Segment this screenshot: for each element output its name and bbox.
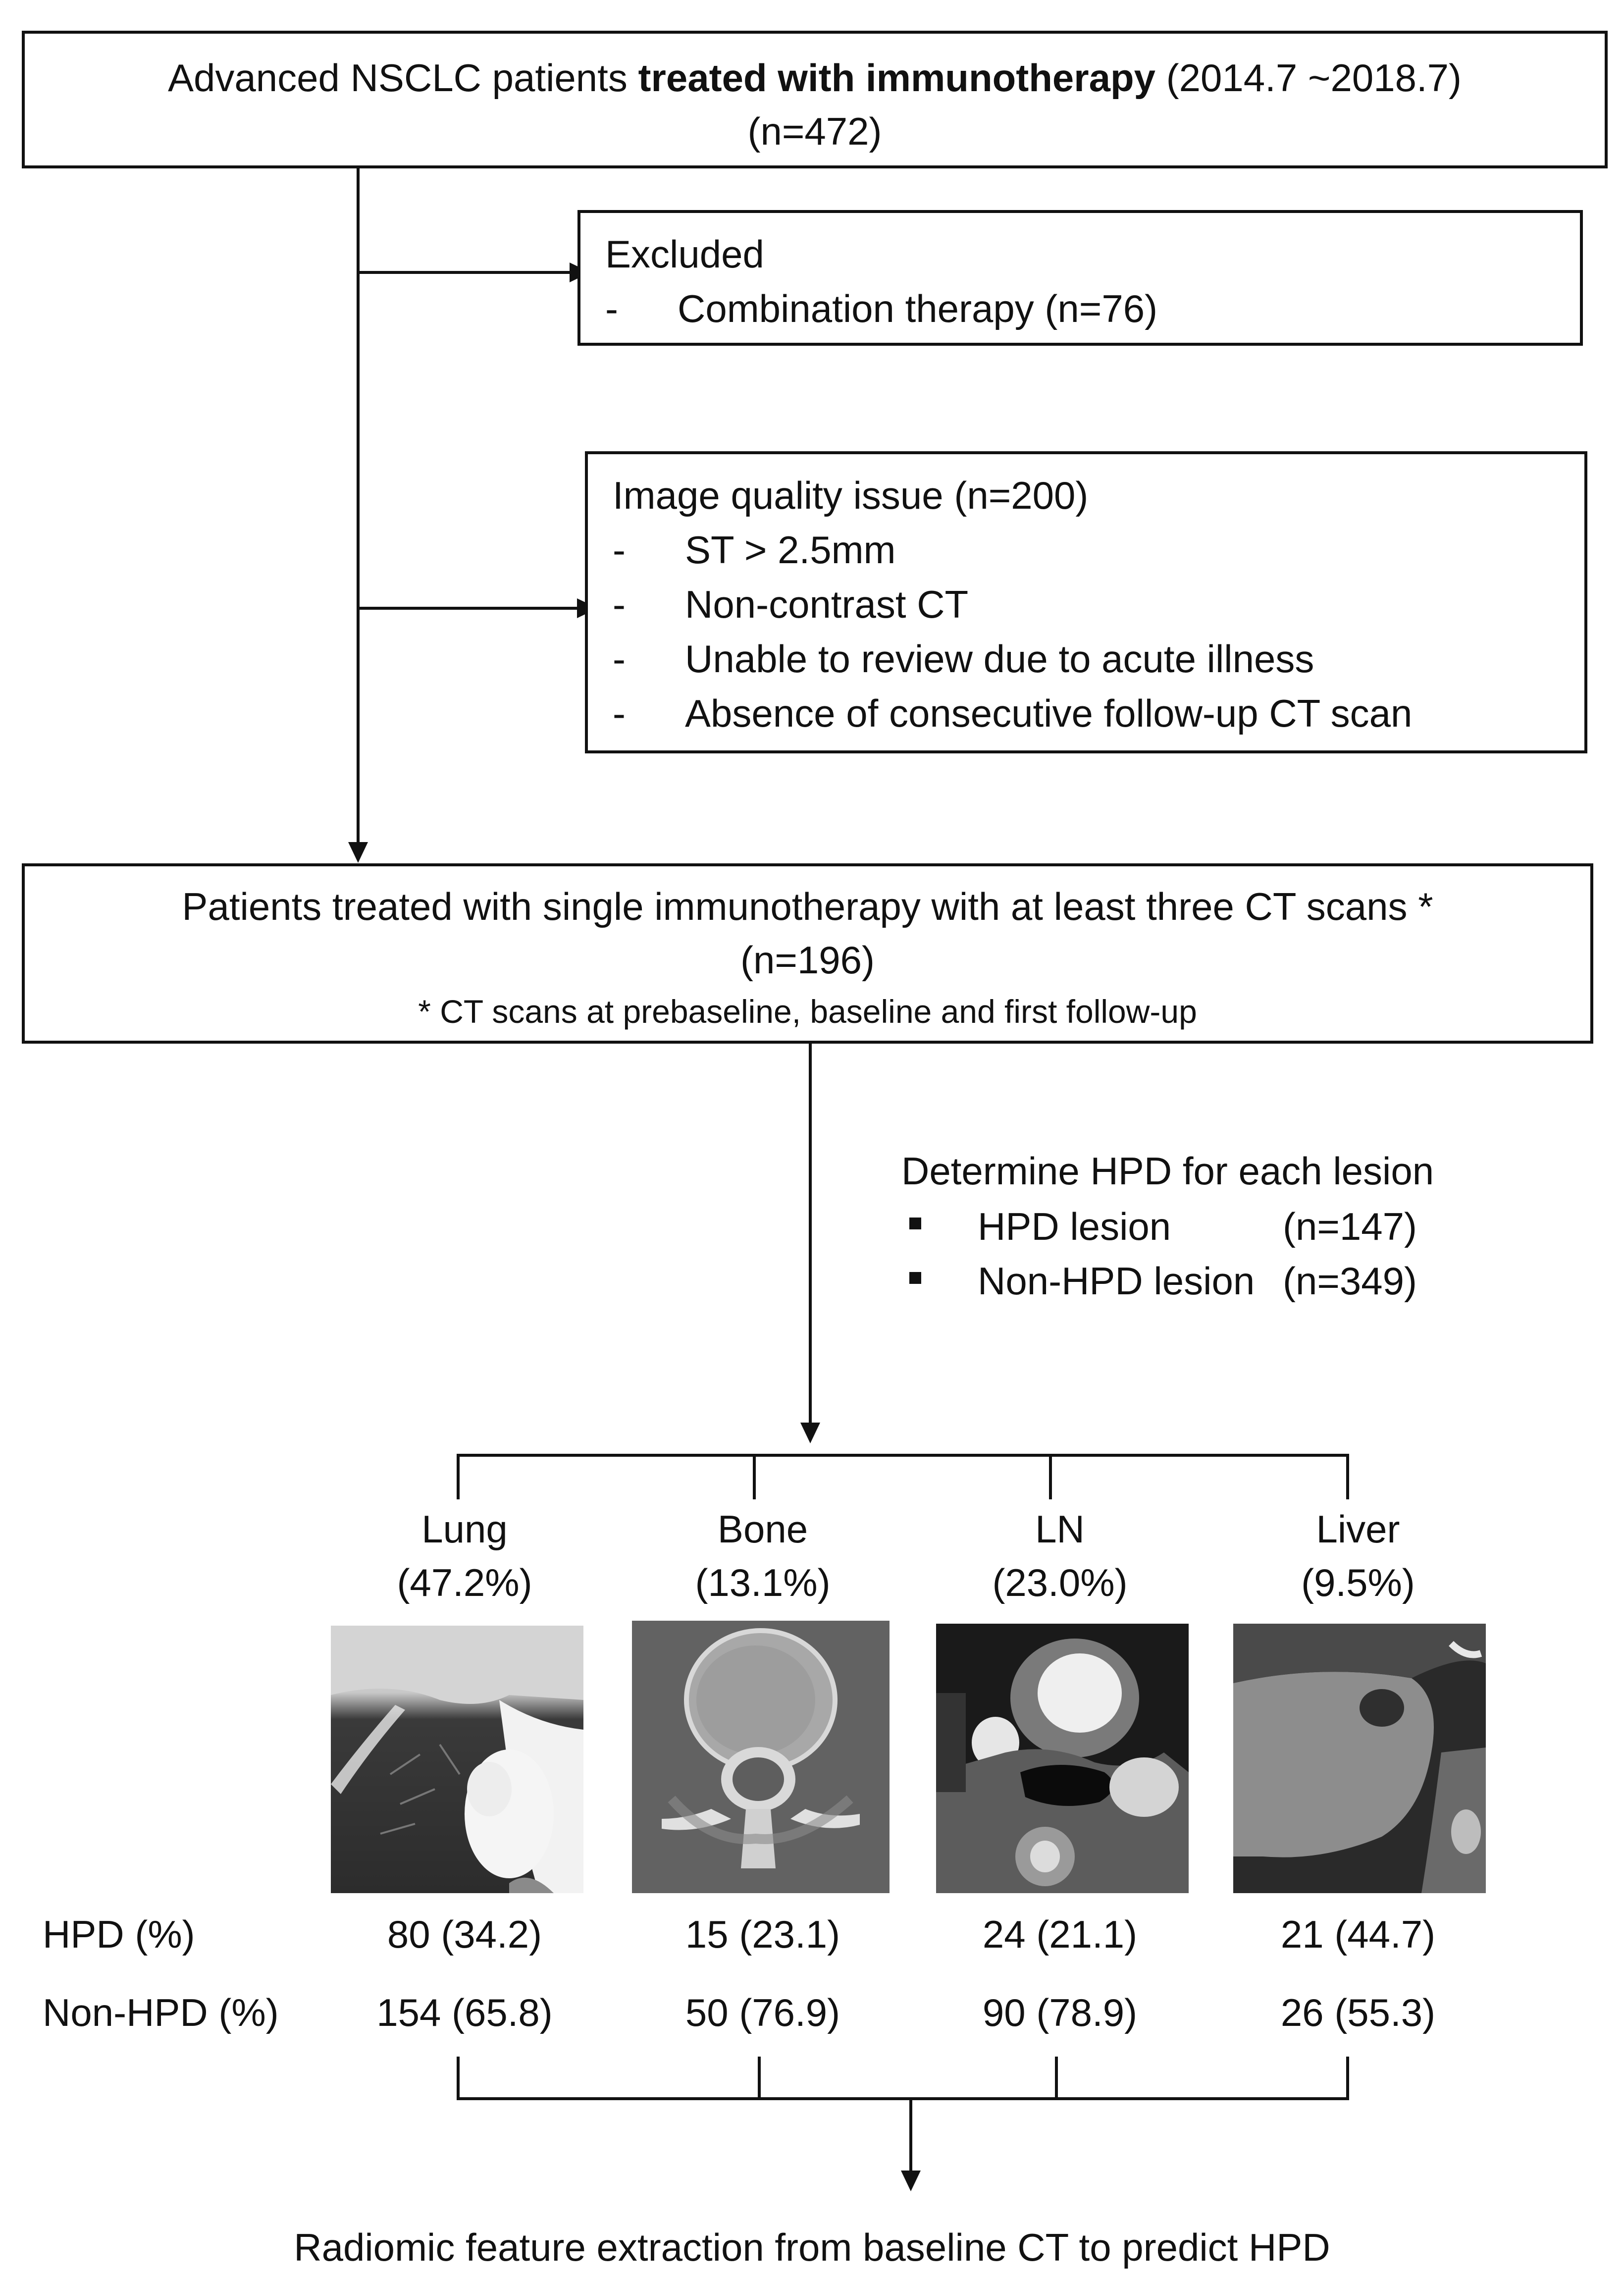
ct-image-lung <box>331 1626 583 1893</box>
patients-footnote: * CT scans at prebaseline, baseline and … <box>418 993 1197 1030</box>
arrow-to-patients <box>348 842 368 863</box>
site-name-bone: Bone <box>717 1507 808 1551</box>
bracket-bottom-tick-ln <box>1055 2057 1058 2100</box>
iq-dash-4: - <box>613 691 626 735</box>
bracket-top-tick-ln <box>1049 1454 1052 1499</box>
cohort-title: Advanced NSCLC patients treated with imm… <box>25 58 1605 97</box>
bracket-bottom-horizontal <box>457 2097 1349 2100</box>
bullet-square-1 <box>909 1218 921 1229</box>
row-label-hpd: HPD (%) <box>43 1912 195 1956</box>
iq-dash-3: - <box>613 637 626 681</box>
site-name-ln: LN <box>1035 1507 1085 1551</box>
image-quality-box: Image quality issue (n=200) - ST > 2.5mm… <box>585 451 1587 753</box>
non-hpd-value-lung: 154 (65.8) <box>376 1991 553 2034</box>
ct-image-ln <box>936 1624 1189 1893</box>
flow-line-excluded <box>358 271 571 274</box>
cohort-box: Advanced NSCLC patients treated with imm… <box>22 31 1608 168</box>
excluded-dash: - <box>605 287 618 330</box>
bullet-square-2 <box>909 1272 921 1284</box>
site-pct-liver: (9.5%) <box>1301 1561 1415 1604</box>
hpd-value-liver: 21 (44.7) <box>1280 1912 1436 1956</box>
hpd-lesion-label: HPD lesion <box>978 1205 1171 1248</box>
hpd-determination-title: Determine HPD for each lesion <box>901 1149 1434 1193</box>
conclusion-text: Radiomic feature extraction from baselin… <box>294 2225 1330 2269</box>
hpd-value-lung: 80 (34.2) <box>387 1912 542 1956</box>
bracket-bottom-tick-liver <box>1346 2057 1349 2100</box>
non-hpd-value-ln: 90 (78.9) <box>982 1991 1138 2034</box>
flow-line-image-quality <box>358 607 578 610</box>
site-name-liver: Liver <box>1316 1507 1400 1551</box>
excluded-title: Excluded <box>605 232 764 276</box>
bracket-top-horizontal <box>457 1454 1349 1457</box>
bracket-top-tick-lung <box>457 1454 460 1499</box>
site-name-lung: Lung <box>421 1507 508 1551</box>
bracket-top-tick-liver <box>1346 1454 1349 1499</box>
non-hpd-lesion-label: Non-HPD lesion <box>978 1259 1255 1303</box>
ct-image-liver <box>1233 1624 1486 1893</box>
flow-line-to-sites <box>809 1044 812 1424</box>
site-pct-bone: (13.1%) <box>695 1561 831 1604</box>
bracket-top-tick-bone <box>753 1454 756 1499</box>
flow-line-to-conclusion <box>909 2097 912 2172</box>
iq-item-4: Absence of consecutive follow-up CT scan <box>685 691 1413 735</box>
non-hpd-lesion-count: (n=349) <box>1283 1259 1417 1303</box>
site-pct-ln: (23.0%) <box>992 1561 1128 1604</box>
arrow-to-sites <box>800 1423 820 1443</box>
hpd-value-ln: 24 (21.1) <box>982 1912 1138 1956</box>
iq-dash-1: - <box>613 528 626 572</box>
image-quality-title: Image quality issue (n=200) <box>613 474 1089 517</box>
iq-item-1: ST > 2.5mm <box>685 528 896 572</box>
patients-box: Patients treated with single immunothera… <box>22 863 1593 1044</box>
excluded-box: Excluded - Combination therapy (n=76) <box>577 210 1583 346</box>
cohort-count: (n=472) <box>747 109 882 153</box>
site-pct-lung: (47.2%) <box>397 1561 532 1604</box>
excluded-item: Combination therapy (n=76) <box>678 287 1158 330</box>
iq-dash-2: - <box>613 583 626 626</box>
arrow-to-conclusion <box>901 2171 921 2191</box>
hpd-value-bone: 15 (23.1) <box>685 1912 840 1956</box>
iq-item-2: Non-contrast CT <box>685 583 969 626</box>
patients-title: Patients treated with single immunothera… <box>182 885 1433 928</box>
bracket-bottom-tick-bone <box>758 2057 761 2100</box>
ct-image-bone <box>632 1621 890 1893</box>
cohort-title-bold: treated with immunotherapy <box>638 56 1155 100</box>
cohort-title-pre: Advanced NSCLC patients <box>168 56 638 100</box>
hpd-lesion-count: (n=147) <box>1283 1205 1417 1248</box>
iq-item-3: Unable to review due to acute illness <box>685 637 1314 681</box>
flow-line-main <box>357 168 360 842</box>
non-hpd-value-bone: 50 (76.9) <box>685 1991 840 2034</box>
row-label-non-hpd: Non-HPD (%) <box>43 1991 279 2034</box>
bracket-bottom-tick-lung <box>457 2057 460 2100</box>
patients-count: (n=196) <box>740 938 875 982</box>
cohort-title-post: (2014.7 ~2018.7) <box>1155 56 1462 100</box>
non-hpd-value-liver: 26 (55.3) <box>1280 1991 1436 2034</box>
